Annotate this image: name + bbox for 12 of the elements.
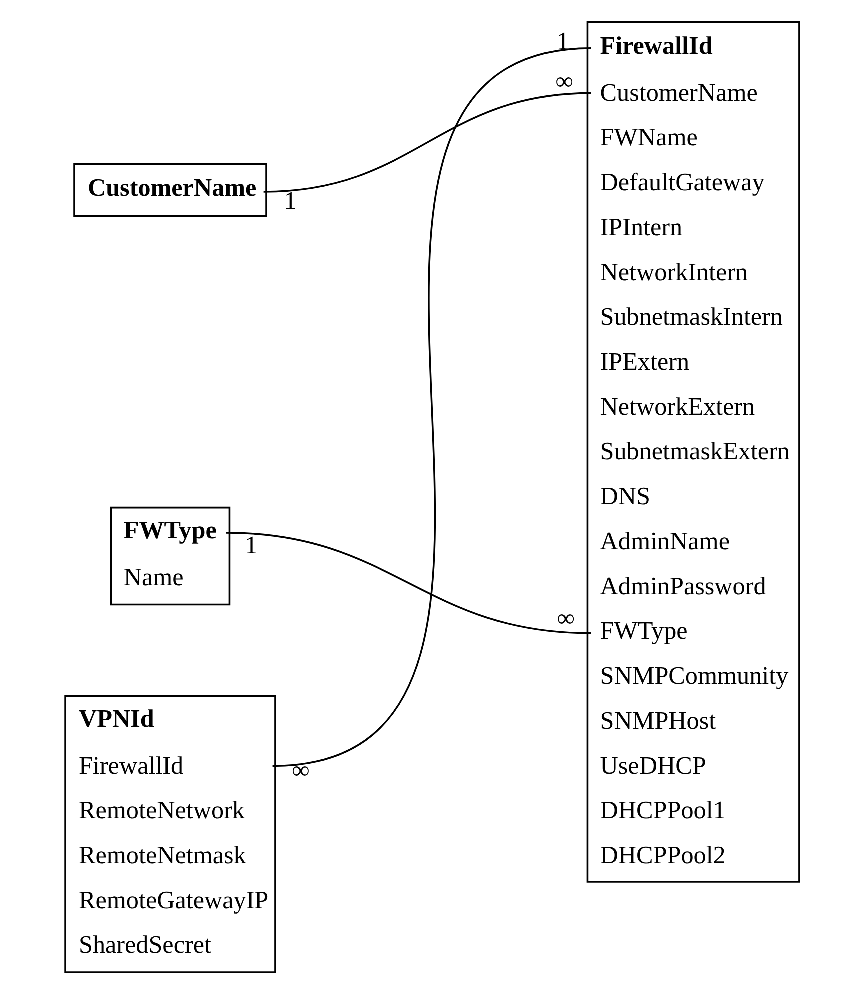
label: 1 [284,188,297,216]
node-box: CustomerName [74,163,268,218]
label: ∞ [557,605,576,632]
node-box: VPNId FirewallId RemoteNetwork RemoteNetmask RemoteGatewayIP SharedSecret [64,695,276,974]
label: 1 [556,28,570,56]
label: ∞ [292,758,310,785]
label: ∞ [556,68,574,96]
node-box: FirewallId CustomerName FWName DefaultGateway IPIntern NetworkIntern SubnetmaskIntern IPExtern NetworkExtern SubnetmaskExtern DNS AdminName AdminPassword FWType SNMPCommunity SNMPHost UseDHCP DHCPPool1 DHCPPool2 [586,22,800,883]
label: 1 [245,532,258,560]
connector [264,92,592,193]
connector [226,532,592,634]
node-box: FWType Name [110,506,231,606]
